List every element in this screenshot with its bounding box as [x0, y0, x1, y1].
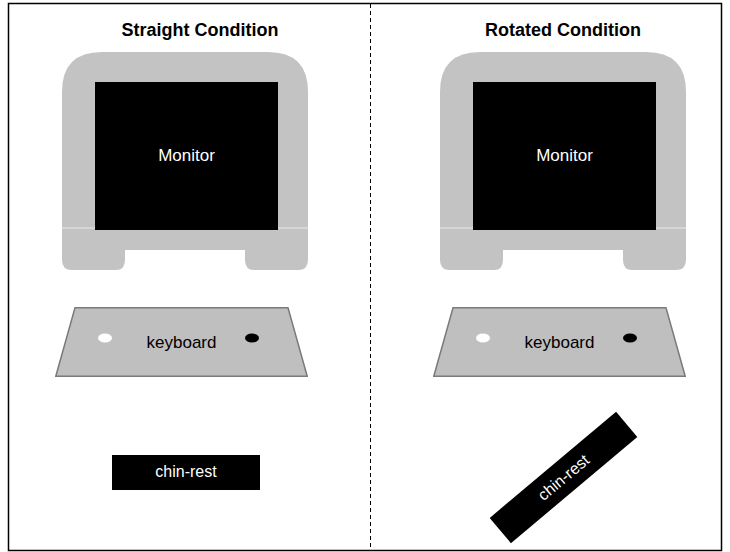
- monitor-label: Monitor: [158, 146, 215, 166]
- keyboard-text-area: keyboard: [120, 329, 243, 357]
- keyboard: keyboard: [433, 307, 686, 377]
- keyboard-text-area: keyboard: [498, 329, 621, 357]
- monitor-bezel: [62, 52, 308, 270]
- chin-rest: chin-rest: [489, 411, 637, 542]
- condition-heading: Rotated Condition: [485, 20, 641, 41]
- monitor-screen: [95, 82, 278, 230]
- monitor-bezel: [440, 52, 686, 270]
- monitor-label: Monitor: [536, 146, 593, 166]
- keyboard-label: keyboard: [147, 333, 217, 353]
- monitor: Monitor: [440, 52, 686, 270]
- screen-area: Monitor: [95, 112, 278, 200]
- keyboard-body: [434, 308, 685, 377]
- screen-area: Monitor: [473, 112, 656, 200]
- white-key: [98, 334, 112, 343]
- chin-rest-label: chin-rest: [534, 450, 593, 503]
- monitor-screen: [473, 82, 656, 230]
- black-key: [245, 334, 259, 343]
- outer-border: [9, 4, 722, 551]
- white-key: [476, 334, 490, 343]
- chin-rest: chin-rest: [112, 455, 260, 490]
- divider-line: [370, 4, 371, 550]
- keyboard-body: [56, 308, 307, 377]
- keyboard: keyboard: [55, 307, 308, 377]
- monitor: Monitor: [62, 52, 308, 270]
- condition-heading: Straight Condition: [122, 20, 279, 41]
- chin-rest-label: chin-rest: [155, 463, 216, 481]
- black-key: [623, 334, 637, 343]
- keyboard-label: keyboard: [525, 333, 595, 353]
